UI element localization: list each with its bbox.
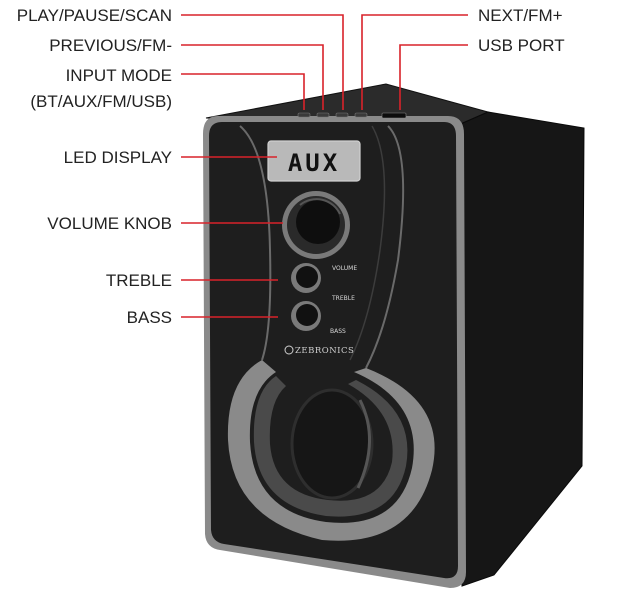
panel-curve-right-inner — [349, 125, 386, 361]
woofer — [227, 360, 435, 541]
brand-logo-icon — [284, 345, 294, 355]
treble-knob[interactable] — [291, 263, 321, 293]
label-bass: BASS — [127, 308, 172, 327]
cabinet-side — [455, 111, 585, 587]
led-display-text: AUX — [288, 149, 340, 177]
treble-label: TREBLE — [331, 295, 355, 302]
input-mode-button[interactable] — [297, 112, 311, 118]
led-display: AUX — [267, 140, 361, 182]
top-buttons — [297, 112, 407, 119]
label-play-pause-scan: PLAY/PAUSE/SCAN — [17, 6, 172, 25]
leader-next — [361, 14, 468, 110]
label-next-fm: NEXT/FM+ — [478, 6, 563, 25]
woofer-inner-ring — [253, 376, 408, 517]
led-display-screen — [267, 140, 361, 182]
leader-play-pause — [181, 14, 344, 110]
leader-usb — [399, 44, 468, 110]
volume-label: VOLUME — [332, 265, 357, 272]
label-usb-port: USB PORT — [478, 36, 565, 55]
next-button[interactable] — [354, 112, 368, 118]
panel-curve-left — [239, 125, 272, 361]
leader-input-mode — [181, 73, 305, 110]
woofer-outer-ring — [227, 360, 435, 541]
label-treble: TREBLE — [106, 271, 172, 290]
label-previous-fm: PREVIOUS/FM- — [49, 36, 172, 55]
play-pause-button[interactable] — [335, 112, 349, 118]
brand-text: ZEBRONICS — [295, 346, 354, 356]
panel-curve-right — [365, 125, 405, 369]
usb-port[interactable] — [381, 112, 407, 119]
label-led-display: LED DISPLAY — [64, 148, 172, 167]
leader-previous — [181, 44, 324, 110]
label-volume-knob: VOLUME KNOB — [47, 214, 172, 233]
callout-labels: PLAY/PAUSE/SCAN PREVIOUS/FM- INPUT MODE … — [17, 6, 565, 327]
previous-button[interactable] — [316, 112, 330, 118]
bass-label: BASS — [330, 328, 346, 335]
leader-lines — [181, 14, 468, 318]
bass-knob[interactable] — [291, 301, 321, 331]
label-input-mode-options: (BT/AUX/FM/USB) — [30, 92, 172, 111]
woofer-cone — [290, 388, 374, 500]
label-input-mode: INPUT MODE — [66, 66, 172, 85]
brand-logo: ZEBRONICS — [284, 345, 354, 356]
volume-knob[interactable] — [282, 191, 350, 259]
